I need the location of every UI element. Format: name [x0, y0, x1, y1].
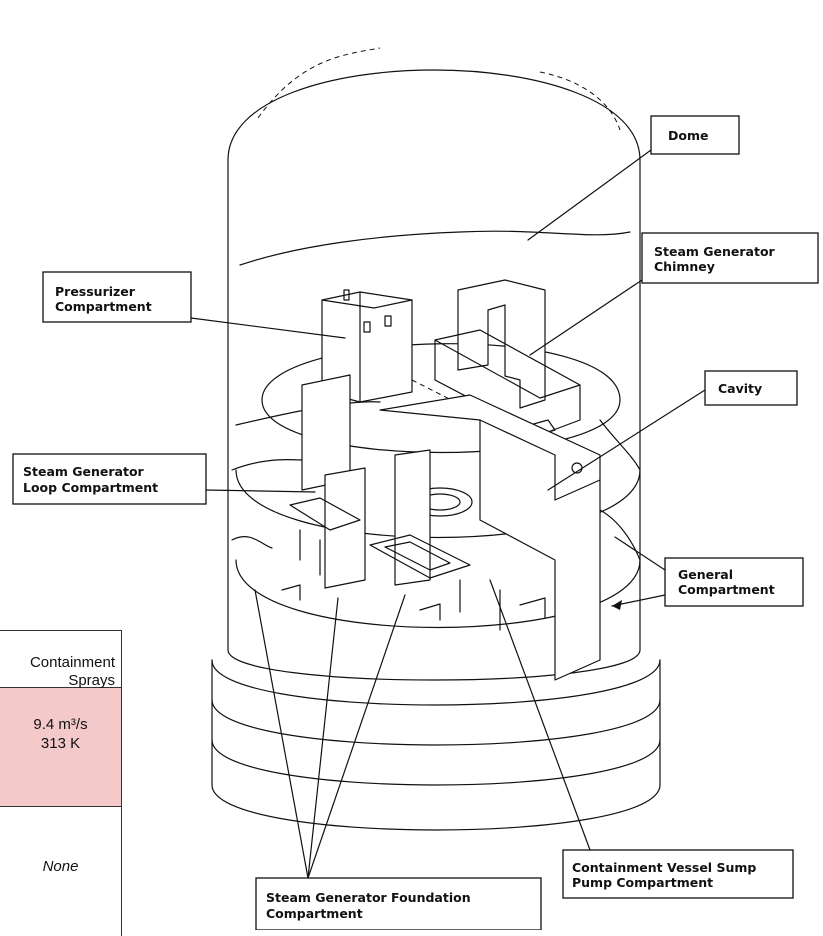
svg-text:Steam Generator: Steam Generator: [654, 244, 776, 259]
internal-structure: [281, 374, 601, 681]
label-dome: Dome: [527, 115, 740, 241]
label-general: General Compartment: [611, 536, 804, 610]
svg-text:Steam Generator: Steam Generator: [23, 464, 145, 479]
svg-text:Pump Compartment: Pump Compartment: [572, 875, 713, 890]
svg-text:General: General: [678, 567, 733, 582]
svg-text:Containment Vessel Sump: Containment Vessel Sump: [572, 860, 756, 875]
table-header-cell: Containment Sprays: [0, 631, 121, 689]
table-none-cell: None: [0, 807, 121, 936]
svg-text:Compartment: Compartment: [266, 906, 363, 921]
svg-text:Pressurizer: Pressurizer: [55, 284, 136, 299]
svg-text:Chimney: Chimney: [654, 259, 715, 274]
svg-text:Cavity: Cavity: [718, 381, 762, 396]
svg-text:Loop Compartment: Loop Compartment: [23, 480, 158, 495]
label-sg-loop: Steam Generator Loop Compartment: [12, 453, 316, 505]
pressurizer-tower: [321, 289, 413, 403]
svg-text:Dome: Dome: [668, 128, 708, 143]
label-cavity: Cavity: [547, 370, 798, 491]
flow-rate-value: 9.4 m³/s: [33, 716, 88, 733]
header-line-1: Containment: [29, 654, 115, 671]
label-foundation: Steam Generator Foundation Compartment: [254, 589, 542, 930]
containment-vessel: [227, 47, 641, 651]
temperature-value: 313 K: [40, 735, 81, 752]
table-value-cell: 9.4 m³/s 313 K: [0, 688, 121, 807]
svg-text:Compartment: Compartment: [678, 582, 775, 597]
svg-text:Steam Generator Foundation: Steam Generator Foundation: [266, 890, 471, 905]
svg-text:Compartment: Compartment: [55, 299, 152, 314]
label-sg-chimney: Steam Generator Chimney: [529, 232, 819, 356]
label-sump: Containment Vessel Sump Pump Compartment: [489, 579, 794, 899]
containment-base: [211, 649, 661, 831]
label-pressurizer: Pressurizer Compartment: [42, 271, 346, 339]
side-table-fragment: Containment Sprays 9.4 m³/s 313 K None: [0, 630, 122, 936]
header-line-2: Sprays: [68, 672, 115, 689]
none-value: None: [42, 858, 79, 875]
